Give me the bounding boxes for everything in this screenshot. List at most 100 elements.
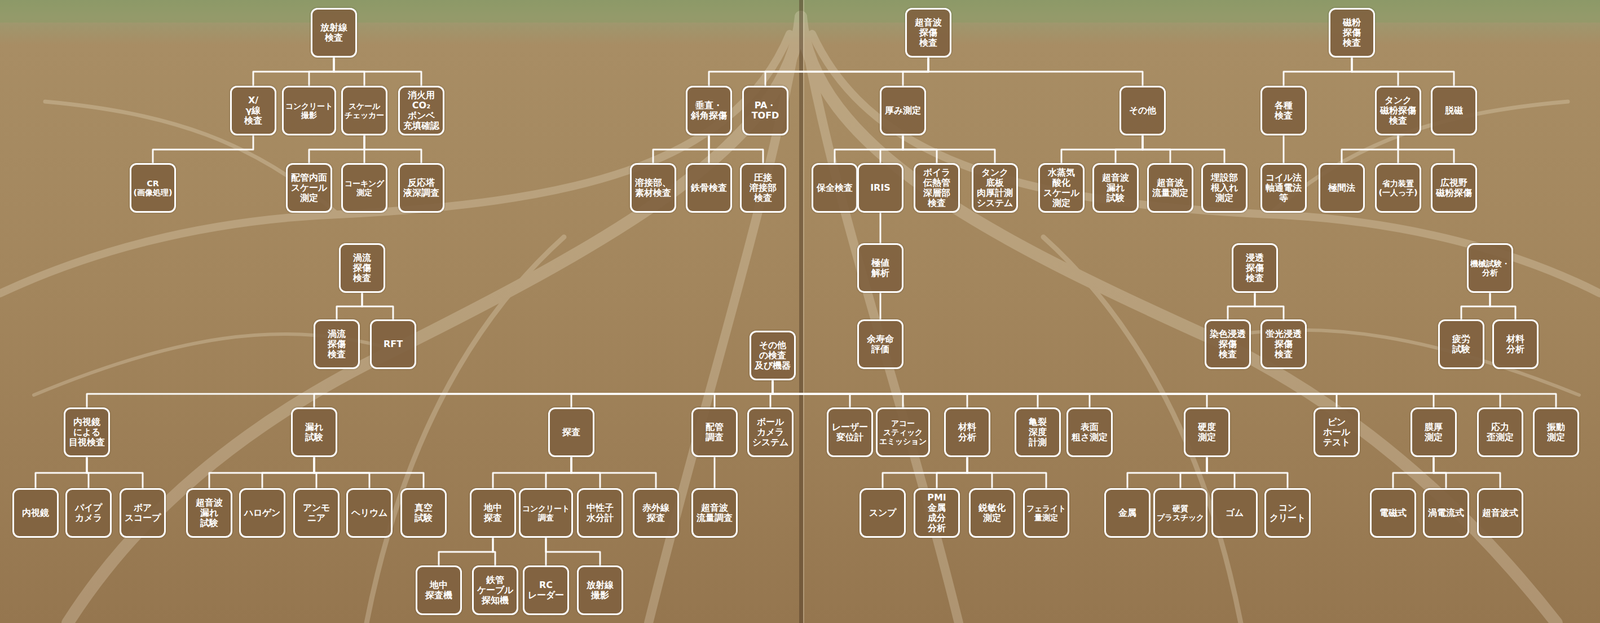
- category-box: 金属: [1104, 487, 1151, 538]
- category-box: コーキング 測定: [341, 162, 388, 213]
- category-box: ボイラ 伝熱管 深層部 検査: [913, 162, 960, 213]
- tree-connector: [1341, 135, 1399, 163]
- box-label: 余寿命 評価: [866, 333, 894, 355]
- category-box: 溶接部、 素材検査: [629, 162, 677, 213]
- tree-connector: [209, 456, 315, 488]
- category-box: CR (画像処理): [129, 162, 176, 213]
- tree-connector: [708, 57, 929, 86]
- category-box: タンク 底板 肉厚計測 システム: [971, 162, 1018, 213]
- tree-connector: [253, 57, 334, 86]
- tree-connector: [438, 537, 493, 566]
- tree-connector: [492, 456, 572, 488]
- category-box: 表面 粗さ測定: [1066, 407, 1113, 457]
- box-label: PA・ TOFD: [751, 100, 780, 121]
- tree-connector: [314, 380, 773, 408]
- box-label: 配管 調査: [705, 421, 724, 443]
- box-label: コンクリート 撮影: [285, 101, 333, 120]
- box-label: アコー スティック エミッション: [879, 418, 927, 446]
- box-label: 埋設部 根入れ 測定: [1210, 172, 1238, 204]
- box-label: 内視鏡: [21, 507, 50, 518]
- category-box: アコー スティック エミッション: [875, 407, 930, 457]
- category-box: RFT: [369, 319, 417, 369]
- tree-connector: [1142, 135, 1225, 163]
- tree-connector: [1351, 57, 1454, 86]
- box-label: 地中 探査機: [425, 579, 453, 601]
- box-label: ボア スコープ: [124, 502, 161, 523]
- box-label: スンプ: [869, 507, 897, 518]
- box-label: 超音波 漏れ 試験: [195, 497, 223, 528]
- category-box: 圧接 溶接部 検査: [739, 162, 787, 213]
- category-box: 硬質 プラスチック: [1153, 487, 1208, 538]
- tree-connector: [902, 135, 995, 163]
- tree-connector: [1254, 292, 1284, 320]
- box-label: 振動 測定: [1546, 421, 1566, 443]
- page-gutter-highlight: [803, 0, 805, 623]
- root-line: [0, 33, 790, 294]
- tree-connector: [86, 380, 773, 408]
- category-box: 省力装置 (一人っ子): [1374, 162, 1422, 213]
- category-box: ヘリウム: [346, 487, 393, 538]
- category-box: パイプ カメラ: [65, 487, 112, 538]
- category-box: ピン ホール テスト: [1313, 407, 1360, 457]
- category-box: IRIS: [857, 162, 904, 213]
- tree-connector: [1398, 135, 1454, 163]
- box-label: 超音波 流量測定: [1152, 177, 1189, 198]
- box-label: 材料 分析: [958, 421, 977, 443]
- box-label: 超音波式: [1482, 507, 1519, 518]
- box-label: 機械試験・ 分析: [1470, 258, 1510, 277]
- category-box: 真空 試験: [400, 487, 447, 538]
- root-line: [812, 33, 1600, 294]
- category-box: 消火用 CO₂ ボンベ 充填確認: [398, 85, 445, 136]
- page-gutter: [799, 0, 804, 623]
- box-label: 漏れ 試験: [305, 421, 324, 443]
- category-box: 磁粉 探傷 検査: [1328, 7, 1375, 58]
- box-label: ボイラ 伝熱管 深層部 検査: [923, 167, 951, 209]
- category-box: 超音波 探傷 検査: [905, 7, 952, 58]
- box-label: 探査: [562, 426, 581, 438]
- box-label: IRIS: [870, 182, 891, 193]
- tree-connector: [1227, 292, 1255, 320]
- box-label: パイプ カメラ: [75, 502, 103, 523]
- box-label: PMI 金属 成分 分析: [927, 492, 947, 533]
- tree-connector: [714, 380, 773, 408]
- box-label: ハロゲン: [244, 507, 281, 518]
- box-label: アンモ ニア: [302, 502, 330, 523]
- tree-connector: [713, 456, 716, 488]
- category-box: 反応塔 液深調査: [398, 162, 445, 213]
- category-box: RC レーダー: [522, 565, 570, 615]
- category-box: 内視鏡 による 目視検査: [63, 407, 110, 457]
- tree-connector: [1283, 135, 1285, 163]
- box-label: 硬度 測定: [1197, 421, 1216, 443]
- box-label: 鉄骨検査: [690, 182, 727, 193]
- category-box: 地中 探査機: [415, 565, 462, 615]
- tree-connector: [364, 135, 422, 163]
- box-label: 厚み測定: [884, 105, 921, 116]
- box-label: スケール チェッカー: [344, 101, 385, 120]
- box-label: 各種 検査: [1274, 100, 1293, 121]
- tree-connector: [902, 57, 929, 86]
- tree-connector: [336, 292, 363, 320]
- tree-connector: [1115, 135, 1143, 163]
- category-box: 渦流 探傷 検査: [338, 243, 386, 293]
- box-label: 放射線 撮影: [586, 579, 614, 601]
- tree-connector: [834, 135, 903, 163]
- box-label: 蛍光浸透 探傷 検査: [1265, 328, 1302, 360]
- tree-connector: [571, 380, 773, 408]
- box-label: CR (画像処理): [133, 178, 173, 197]
- box-label: ボール カメラ システム: [752, 416, 789, 448]
- category-box: 放射線 撮影: [576, 565, 624, 615]
- box-label: 広視野 磁粉探傷: [1435, 177, 1472, 198]
- category-box: 渦電流式: [1422, 487, 1470, 538]
- category-box: 材料 分析: [944, 407, 991, 457]
- box-label: 配管内面 スケール 測定: [291, 172, 328, 204]
- tree-connector: [880, 135, 903, 163]
- category-box: アンモ ニア: [293, 487, 340, 538]
- category-box: コンクリート 調査: [518, 487, 573, 538]
- box-label: 溶接部、 素材検査: [635, 177, 672, 198]
- category-box: 電磁式: [1369, 487, 1417, 538]
- category-box: 探査: [548, 407, 595, 457]
- category-box: 漏れ 試験: [291, 407, 338, 457]
- category-box: ボア スコープ: [119, 487, 166, 538]
- category-box: 機械試験・ 分析: [1466, 243, 1514, 293]
- tree-connector: [1180, 456, 1207, 488]
